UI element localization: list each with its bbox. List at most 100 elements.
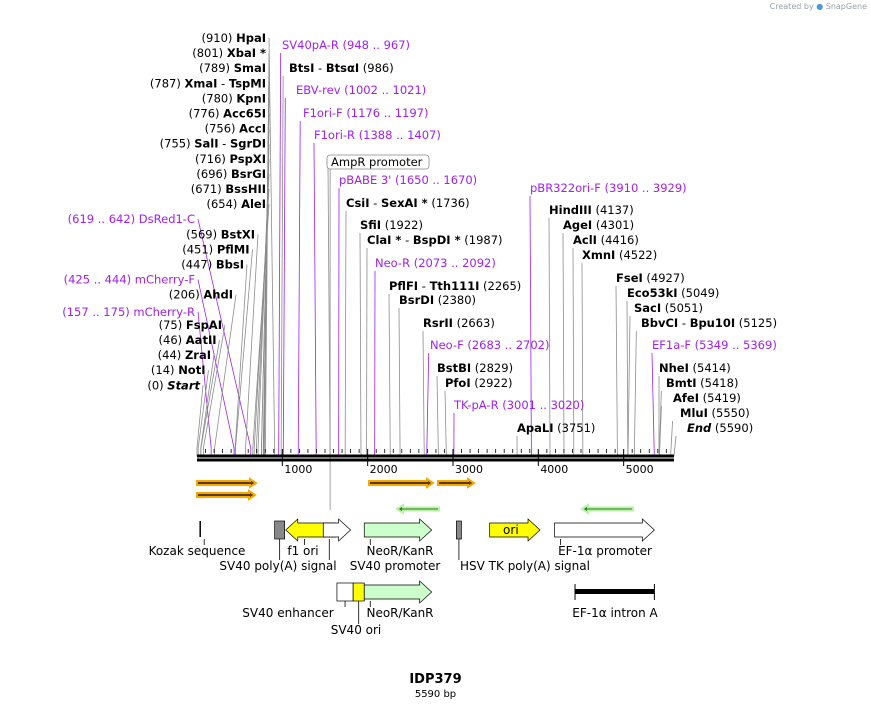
plasmid-name: IDP379 — [409, 672, 462, 687]
site-label-f1ori-r: F1ori-R (1388 .. 1407) — [314, 128, 441, 142]
site-position: (46) — [159, 333, 186, 347]
site-position: (0) — [147, 378, 167, 392]
enzyme-name: BstXI — [221, 227, 255, 241]
site-position: (4416) — [597, 233, 639, 247]
site-position: (5418) — [697, 376, 739, 390]
site-position: (5349 .. 5369) — [695, 338, 777, 352]
primer-name: Neo-R — [375, 256, 414, 270]
site-position: (44) — [158, 348, 185, 362]
enzyme-name: Tth111I — [430, 279, 480, 293]
enzyme-name: AfeI — [673, 391, 699, 405]
site-position: (425 .. 444) — [64, 273, 132, 287]
primer-name: mCherry-F — [131, 273, 195, 287]
site-position: (789) — [199, 61, 234, 75]
leader-line — [234, 264, 248, 449]
leader-line — [426, 352, 430, 457]
leader-line — [214, 294, 237, 449]
site-label-pflfi: PflFI - Tth111I (2265) — [389, 279, 521, 293]
site-position: (1650 .. 1670) — [395, 173, 477, 187]
primer-name: EBV-rev — [296, 83, 344, 97]
site-label-tk-pa-r: TK-pA-R (3001 .. 3020) — [453, 398, 584, 412]
feature-label-f1-ori: f1 ori — [287, 544, 318, 558]
site-label-zrai: (44) ZraI — [158, 348, 211, 362]
feature-label-ef-1-promoter: EF-1α promoter — [558, 544, 652, 558]
site-label-sfii: SfiI (1922) — [360, 218, 423, 232]
feature-label-ori: ori — [503, 523, 519, 537]
orf-arrow — [196, 477, 258, 489]
site-label-sali: (755) SalI - SgrDI — [160, 137, 266, 151]
leader-line — [529, 195, 532, 457]
enzyme-name: AclI — [573, 233, 597, 247]
ruler-tick-label: 4000 — [540, 463, 568, 476]
feature-label-sv40-ori: SV40 ori — [331, 623, 382, 637]
enzyme-name: SexAI * — [381, 196, 428, 210]
leader-line — [651, 352, 655, 457]
site-label-apali: ApaLI (3751) — [517, 421, 595, 435]
enzyme-name: NheI — [659, 361, 689, 375]
site-position: (2663) — [453, 316, 495, 330]
site-label-smai: (789) SmaI — [199, 61, 266, 75]
enzyme-name: FseI — [616, 271, 643, 285]
primer-name: pBR322ori-F — [530, 181, 605, 195]
site-label-pfoi: PfoI (2922) — [445, 376, 513, 390]
enzyme-name: BbsI — [216, 258, 244, 272]
enzyme-separator: - — [678, 316, 689, 330]
enzyme-name: BsrDI — [399, 293, 434, 307]
site-position: (619 .. 642) — [68, 212, 136, 226]
enzyme-separator: - — [219, 137, 230, 151]
site-position: (3751) — [554, 421, 596, 435]
leader-line — [197, 279, 235, 449]
site-position: (2380) — [434, 293, 476, 307]
feature-label-hsv-tk-poly-a-signal: HSV TK poly(A) signal — [460, 559, 590, 573]
feature-hsv-tk-poly-a-signal — [456, 520, 462, 540]
site-position: (5550) — [708, 406, 750, 420]
site-position: (5051) — [661, 301, 703, 315]
ruler-tick-label: 3000 — [455, 463, 483, 476]
site-label-pbabe-3: pBABE 3' (1650 .. 1670) — [339, 173, 477, 187]
ruler-tick-label: 2000 — [370, 463, 398, 476]
site-label-ef1a-f: EF1a-F (5349 .. 5369) — [652, 338, 777, 352]
feature-label-neor-kanr: NeoR/KanR — [366, 606, 433, 620]
feature-neor-kanr — [363, 518, 433, 542]
site-position: (5049) — [678, 286, 720, 300]
site-position: (75) — [159, 318, 186, 332]
feature-sv40-enhancer — [336, 582, 354, 602]
enzyme-name: XmaI — [185, 76, 218, 90]
leader-line — [280, 75, 284, 457]
enzyme-name: TspMI — [229, 76, 266, 90]
leader-line — [444, 390, 447, 457]
leader-line — [268, 37, 276, 449]
feature-label-box — [326, 154, 430, 170]
enzyme-name: NotI — [178, 363, 205, 377]
site-position: (4301) — [592, 218, 634, 232]
site-position: (2683 .. 2702) — [467, 338, 549, 352]
site-position: (716) — [195, 152, 230, 166]
site-label-mlui: MluI (5550) — [680, 406, 750, 420]
enzyme-name: BspDI * — [413, 233, 461, 247]
site-label-pspxi: (716) PspXI — [195, 152, 266, 166]
enzyme-name: XbaI * — [227, 46, 266, 60]
leader-line — [626, 300, 629, 457]
enzyme-name: SalI — [194, 137, 218, 151]
site-label-sv40pa-r: SV40pA-R (948 .. 967) — [282, 38, 410, 52]
leader-line — [344, 210, 347, 457]
site-label-bbvci: BbvCI - Bpu10I (5125) — [641, 316, 777, 330]
leader-line — [398, 307, 401, 457]
leader-line — [562, 232, 565, 457]
primer-name: F1ori-R — [314, 128, 359, 142]
credit-brand: SnapGene — [825, 2, 867, 11]
site-position: (451) — [182, 242, 217, 256]
enzyme-name: Bpu10I — [690, 316, 735, 330]
site-position: (948 .. 967) — [343, 38, 411, 52]
site-position: (986) — [359, 61, 394, 75]
feature-ef-1-intron-a — [575, 589, 655, 594]
orf-arrow — [368, 477, 435, 489]
site-label-agei: AgeI (4301) — [563, 218, 634, 232]
site-label-aatii: (46) AatII — [159, 333, 217, 347]
site-label-hpai: (910) HpaI — [202, 31, 267, 45]
orf-arrow — [437, 477, 476, 489]
enzyme-name: PflFI — [389, 279, 418, 293]
enzyme-name: Acc65I — [223, 107, 266, 121]
enzyme-name: PflMI — [217, 242, 250, 256]
